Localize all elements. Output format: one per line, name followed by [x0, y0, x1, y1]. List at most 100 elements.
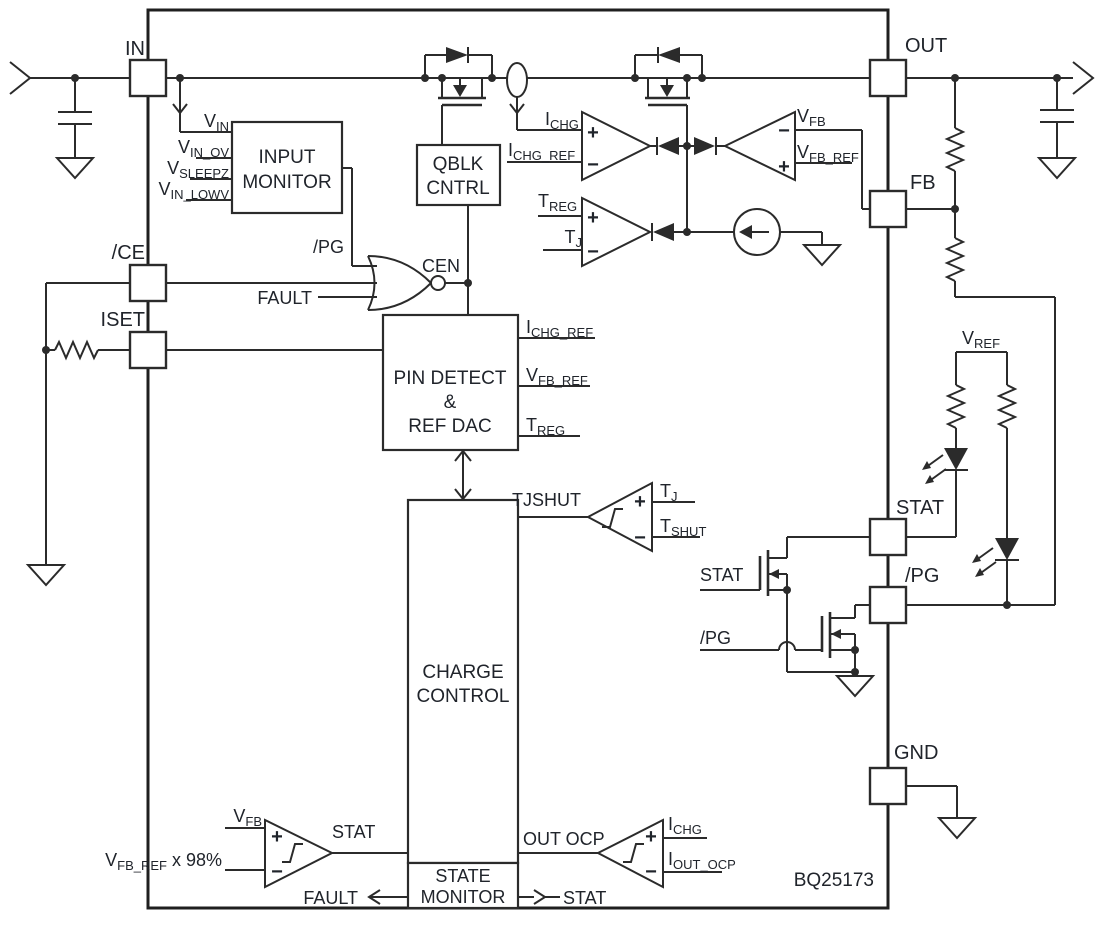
vsleepz-label: VSLEEPZ	[167, 158, 229, 181]
current-arrow-icon	[172, 103, 188, 115]
substrate-arrow-icon	[831, 629, 841, 639]
tjshut-comparator: + −	[585, 481, 653, 553]
vin-lowv-label: VIN_LOWV	[158, 179, 229, 202]
block-label: QBLK	[433, 154, 484, 175]
treg-out-label: TREG	[526, 415, 565, 438]
stat-comparator: + −	[264, 818, 335, 889]
plus-sign: +	[634, 491, 646, 513]
vfb-ref-out-label: VFB_REF	[526, 365, 588, 388]
stat-gate-label: STAT	[700, 565, 743, 585]
ground-icon	[25, 564, 67, 587]
ground-symbols	[25, 157, 1078, 840]
pin-iset-label: ISET	[101, 309, 145, 331]
feedback-resistor-bottom	[944, 237, 966, 282]
stat-led	[922, 448, 968, 484]
vin-ov-label: VIN_OV	[178, 137, 229, 160]
led-emission-arrow-icon	[925, 475, 934, 484]
led-emission-arrow-icon	[972, 554, 981, 563]
hysteresis-icon	[623, 843, 644, 863]
output-arrow-icon	[1072, 61, 1095, 95]
pg-gate-label: /PG	[700, 628, 731, 648]
plus-sign: +	[778, 156, 790, 178]
ichg-label: ICHG	[545, 109, 579, 132]
ichg-ref-out-label: ICHG_REF	[526, 317, 593, 340]
pin-ce-label: /CE	[112, 242, 145, 264]
diode-icon	[658, 137, 679, 155]
minus-sign: −	[271, 861, 283, 883]
plus-sign: +	[271, 826, 283, 848]
input-monitor-block: INPUT MONITOR	[230, 120, 344, 215]
vin-label: VIN	[204, 111, 229, 134]
pin-labels: IN /CE ISET OUT FB STAT /PG GND	[101, 35, 948, 764]
plus-sign: +	[587, 122, 599, 144]
pin-fb	[868, 189, 908, 229]
vfb-bottom-label: VFB	[233, 806, 262, 829]
minus-sign: −	[634, 527, 646, 549]
pin-out	[868, 58, 908, 98]
block-label: MONITOR	[421, 887, 506, 907]
mosfet-q1	[424, 47, 493, 107]
stat-comp-out-label: STAT	[332, 822, 375, 842]
current-source-arrow-icon	[739, 225, 752, 239]
ichg-ocp-label: ICHG	[668, 814, 702, 837]
resistors	[54, 127, 1018, 429]
stat-transistor	[758, 550, 779, 596]
body-diode-icon	[446, 47, 468, 63]
vref-label: VREF	[962, 328, 1000, 351]
tshut-label: TSHUT	[660, 516, 706, 539]
pin-in	[128, 58, 168, 98]
block-label: STATE	[435, 866, 490, 886]
inverter-bubble-icon	[430, 275, 446, 291]
block-label: REF DAC	[408, 416, 491, 437]
vfb-ref-label: VFB_REF	[797, 142, 859, 165]
hysteresis-icon	[282, 843, 303, 863]
led-emission-arrow-icon	[922, 461, 931, 470]
vfb-comparator: − +	[722, 110, 796, 182]
pin-out-label: OUT	[905, 35, 947, 57]
ground-icon	[936, 817, 978, 840]
iout-ocp-label: IOUT_OCP	[668, 849, 736, 872]
current-arrow-icon	[509, 103, 525, 115]
treg-label: TREG	[538, 191, 577, 214]
wires	[9, 61, 1095, 905]
out-ocp-label: OUT OCP	[523, 829, 605, 849]
part-number: BQ25173	[794, 870, 874, 891]
stat-sm-label: STAT	[563, 888, 606, 908]
nor-gate	[367, 255, 446, 311]
current-sensor-icon	[506, 62, 528, 98]
block-label: CHARGE	[422, 662, 503, 683]
minus-sign: −	[778, 120, 790, 142]
hysteresis-icon	[602, 508, 623, 528]
block-label: CNTRL	[426, 178, 489, 199]
pin-iset	[128, 330, 168, 370]
plus-sign: +	[645, 826, 657, 848]
substrate-arrow-icon	[660, 85, 674, 97]
pin-stat-label: STAT	[896, 497, 944, 519]
tj-label: TJ	[565, 227, 583, 250]
current-sense	[506, 62, 528, 98]
iset-resistor	[54, 339, 99, 361]
vfb-label: VFB	[797, 106, 826, 129]
pin-fb-label: FB	[910, 172, 936, 194]
block-label: &	[444, 392, 457, 413]
pg-transistor	[820, 612, 841, 658]
minus-sign: −	[587, 154, 599, 176]
ichg-ref-label: ICHG_REF	[508, 140, 575, 163]
substrate-arrow-icon	[769, 569, 779, 579]
ground-icon	[1036, 157, 1078, 180]
current-source	[733, 208, 781, 256]
pin-gnd-label: GND	[894, 742, 938, 764]
pg-led-resistor	[996, 384, 1018, 429]
pin-ce	[128, 263, 168, 303]
steering-diodes	[651, 137, 717, 241]
fault-label: FAULT	[257, 288, 312, 308]
charge-control-block: CHARGE CONTROL	[406, 498, 520, 865]
led-icon	[995, 538, 1019, 560]
plus-sign: +	[587, 207, 599, 229]
block-label: MONITOR	[242, 172, 331, 193]
pg-led	[972, 538, 1019, 577]
tj-in-label: TJ	[660, 481, 678, 504]
treg-comparator: + −	[581, 196, 653, 268]
